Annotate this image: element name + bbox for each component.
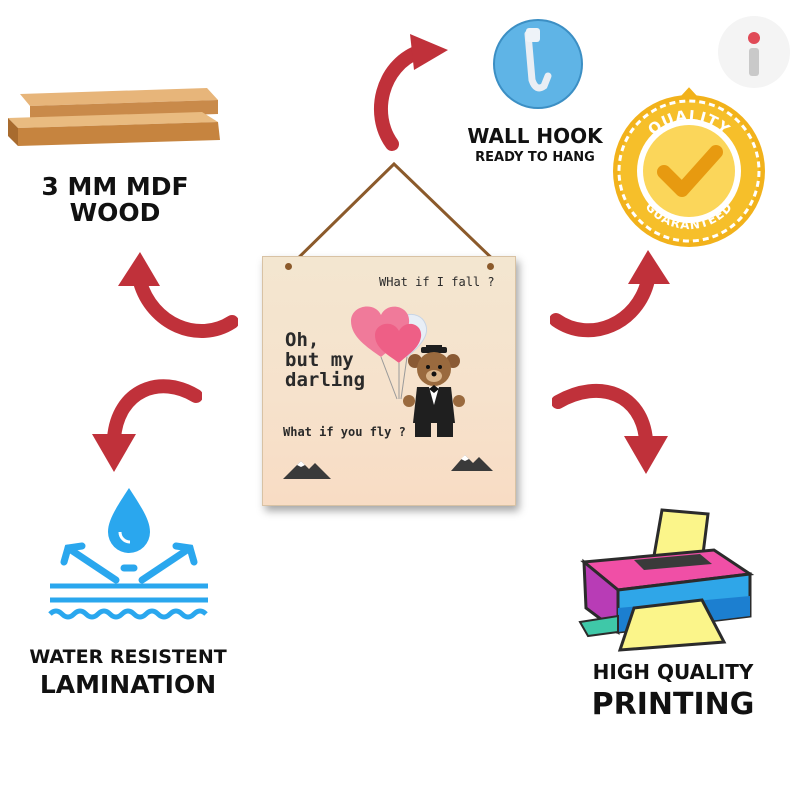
printing-label-line1: HIGH QUALITY <box>592 660 754 684</box>
sign-main-line3: darling <box>285 368 366 391</box>
sign-main-line2: but my <box>285 348 354 371</box>
sign-hole-left <box>285 263 292 270</box>
sign-hole-right <box>487 263 494 270</box>
wood-label: 3 MM MDF WOOD <box>10 172 220 228</box>
hook-label-line1: WALL HOOK <box>467 124 603 148</box>
mountain-left-icon <box>283 457 333 481</box>
water-drop-icon <box>44 484 214 624</box>
heart-balloons-icon <box>349 299 439 409</box>
mountain-right-icon <box>451 451 495 473</box>
arrow-to-printer-icon <box>552 380 682 480</box>
teddy-bear-icon <box>399 345 469 441</box>
arrow-to-wood-icon <box>108 244 238 344</box>
printer-icon <box>574 504 760 654</box>
printing-label-line2: PRINTING <box>591 687 755 722</box>
arrow-to-quality-icon <box>550 240 680 350</box>
brand-logo <box>716 14 792 90</box>
sign-top-text: WHat if I fall ? <box>379 275 495 289</box>
arrow-to-water-icon <box>82 376 202 480</box>
hanging-string <box>280 160 510 270</box>
sign-main-line1: Oh, <box>285 329 320 351</box>
wood-label-line1: 3 MM MDF <box>41 172 189 201</box>
water-label-line2: LAMINATION <box>39 669 217 699</box>
hook-label: WALL HOOK READY TO HANG <box>450 126 620 165</box>
water-label: WATER RESISTENT LAMINATION <box>10 646 246 699</box>
sign-bottom-text: What if you fly ? <box>283 425 406 439</box>
quality-badge-icon: QUALITY GUARANTEED <box>604 86 774 256</box>
sign-main-text: Oh, but my darling <box>285 329 366 391</box>
wooden-sign: WHat if I fall ? Oh, but my darling <box>262 256 516 506</box>
wood-label-line2: WOOD <box>69 198 161 228</box>
wall-hook-icon <box>488 14 588 114</box>
wood-planks-icon <box>2 84 232 150</box>
arrow-to-hook-icon <box>352 22 462 152</box>
printing-label: HIGH QUALITY PRINTING <box>568 662 778 721</box>
hook-label-line2: READY TO HANG <box>475 150 595 165</box>
water-label-line1: WATER RESISTENT <box>29 646 227 668</box>
